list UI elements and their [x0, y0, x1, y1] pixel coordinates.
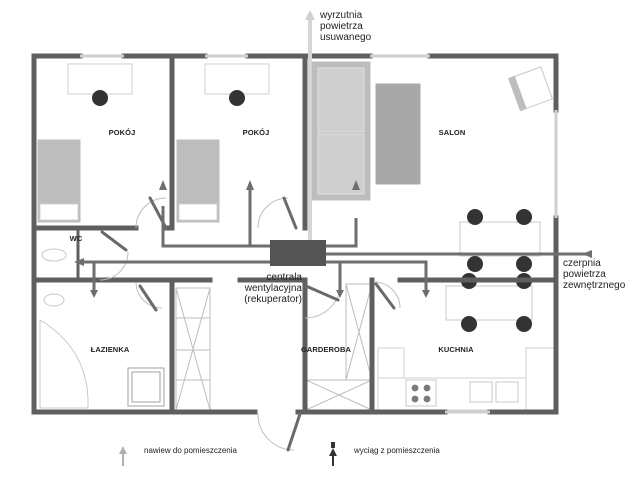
pillow-room2: [178, 203, 218, 221]
exhaust-arrow: [305, 10, 315, 20]
room-label-kuchnia: KUCHNIA: [438, 345, 474, 354]
kitchen-table: [445, 285, 533, 321]
legend-extract-icon: [329, 442, 337, 466]
room-label-wc: WC: [69, 234, 83, 243]
pillow-room1: [39, 203, 79, 221]
sofa-seat: [317, 67, 365, 133]
room-label-salon: SALON: [438, 128, 466, 137]
supply-duct: [161, 190, 358, 248]
central-unit: [270, 240, 326, 266]
legend-extract-label: wyciąg z pomieszczenia: [354, 446, 440, 455]
furniture: [37, 61, 555, 411]
extract-duct: [84, 260, 428, 290]
room-label-pokoj-1: POKÓJ: [108, 128, 136, 137]
exhaust-outlet-label: wyrzutnia powietrza usuwanego: [320, 10, 372, 43]
door-leaves: [100, 196, 396, 452]
room-label-pokoj-2: POKÓJ: [242, 128, 270, 137]
sink: [469, 381, 493, 403]
walls: [31, 53, 559, 415]
legend-supply-label: nawiew do pomieszczenia: [144, 446, 237, 455]
shower-tray-inner: [131, 371, 161, 403]
ducts: [84, 20, 590, 290]
desk-room1: [67, 63, 133, 95]
sink2: [495, 381, 519, 403]
windows: [80, 54, 558, 414]
desk-room2: [204, 63, 270, 95]
stove: [405, 379, 437, 407]
room-label-lazienka: ŁAZIENKA: [90, 345, 130, 354]
armchair: [508, 66, 554, 112]
intake-label: czerpnia powietrza zewnętrznego: [563, 258, 626, 291]
toilet-wc: [41, 248, 67, 262]
dining-table: [459, 221, 541, 257]
stove-burners: [411, 384, 431, 403]
legend-supply-icon: [119, 446, 127, 466]
kitchen-counter-right: [525, 347, 555, 411]
toilet-bath: [43, 293, 65, 307]
arrows: [74, 180, 592, 298]
bathtub: [39, 319, 89, 409]
central-unit-label: centrala wentylacyjna (rekuperator): [244, 272, 302, 305]
coffee-table: [375, 83, 421, 185]
room-label-garderoba: GARDEROBA: [300, 345, 352, 354]
